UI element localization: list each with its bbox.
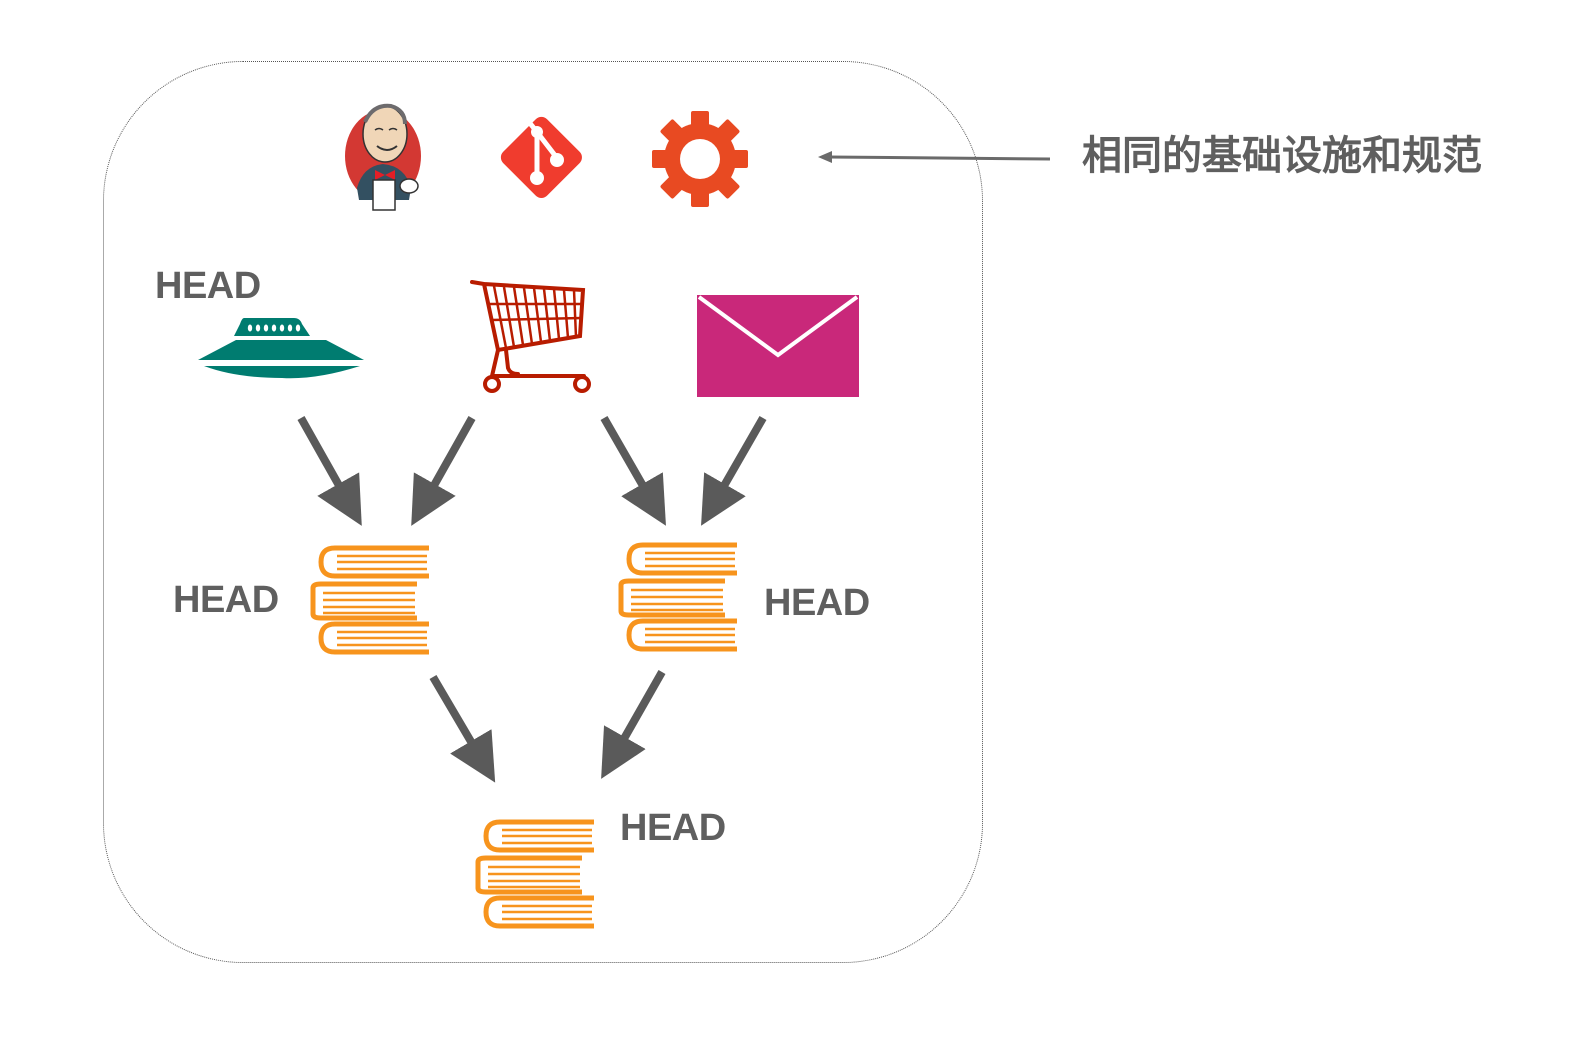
head-label-ufo: HEAD — [155, 265, 261, 307]
head-label-left: HEAD — [173, 579, 279, 621]
arrow-ufo-to-left — [297, 416, 362, 526]
head-label-right: HEAD — [764, 582, 870, 624]
arrow-left-to-bottom — [429, 674, 496, 783]
ufo-icon — [198, 318, 364, 379]
books-left-icon — [310, 545, 429, 655]
shared-boundary-frame — [103, 61, 983, 963]
mail-icon — [697, 295, 859, 397]
jenkins-icon — [345, 103, 421, 211]
books-bottom-icon — [475, 819, 594, 929]
arrow-right-to-bottom — [601, 670, 666, 779]
git-icon — [500, 116, 582, 198]
head-label-bottom: HEAD — [620, 807, 726, 849]
shopping-cart-icon — [470, 280, 591, 393]
gear-icon — [652, 111, 748, 207]
caption-shared-infrastructure: 相同的基础设施和规范 — [1082, 133, 1482, 179]
caption-pointer-arrow — [818, 151, 1051, 163]
arrow-cart-to-right — [600, 416, 666, 526]
books-right-icon — [618, 542, 737, 652]
arrow-mail-to-right — [701, 416, 767, 526]
arrow-cart-to-left — [411, 416, 476, 526]
